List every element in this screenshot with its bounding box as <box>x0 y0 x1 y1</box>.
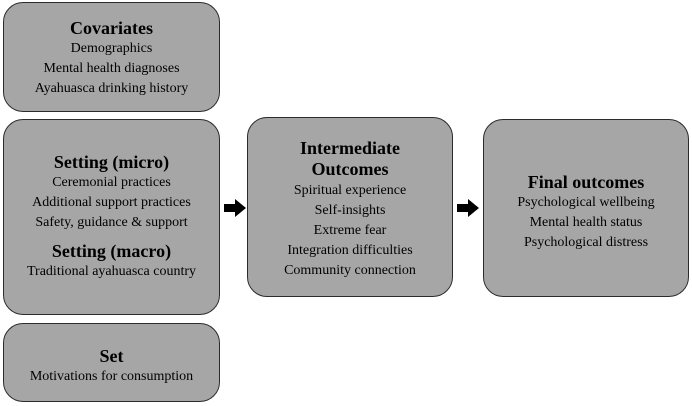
setting-micro-title: Setting (micro) <box>53 152 170 172</box>
setting-macro-item: Traditional ayahuasca country <box>27 264 196 279</box>
intermediate-title-line2: Outcomes <box>311 159 389 179</box>
intermediate-item: Self-insights <box>314 203 386 218</box>
intermediate-item: Spiritual experience <box>293 183 407 198</box>
covariates-item: Ayahuasca drinking history <box>34 81 189 96</box>
setting-micro-item: Additional support practices <box>32 195 191 210</box>
final-item: Psychological distress <box>523 235 649 250</box>
final-title: Final outcomes <box>527 172 645 192</box>
covariates-item: Mental health diagnoses <box>43 61 180 76</box>
right-arrow-icon <box>457 199 479 217</box>
setting-macro-title: Setting (macro) <box>51 241 172 261</box>
final-item: Psychological wellbeing <box>517 195 655 210</box>
setting-micro-item: Safety, guidance & support <box>35 215 188 230</box>
covariates-item: Demographics <box>70 41 153 56</box>
covariates-title: Covariates <box>70 18 153 38</box>
intermediate-item: Community connection <box>284 263 416 278</box>
right-arrow-icon <box>224 199 246 217</box>
intermediate-title-line1: Intermediate <box>300 138 400 158</box>
set-box: Set Motivations for consumption <box>3 323 220 402</box>
covariates-box: Covariates Demographics Mental health di… <box>3 2 220 112</box>
final-item: Mental health status <box>529 215 643 230</box>
intermediate-outcomes-box: Intermediate Outcomes Spiritual experien… <box>247 117 453 297</box>
setting-micro-item: Ceremonial practices <box>52 175 171 190</box>
setting-box: Setting (micro) Ceremonial practices Add… <box>3 119 220 315</box>
intermediate-item: Extreme fear <box>313 223 387 238</box>
set-item: Motivations for consumption <box>29 369 194 384</box>
set-title: Set <box>99 346 124 366</box>
final-outcomes-box: Final outcomes Psychological wellbeing M… <box>483 119 689 297</box>
intermediate-item: Integration difficulties <box>287 243 413 258</box>
